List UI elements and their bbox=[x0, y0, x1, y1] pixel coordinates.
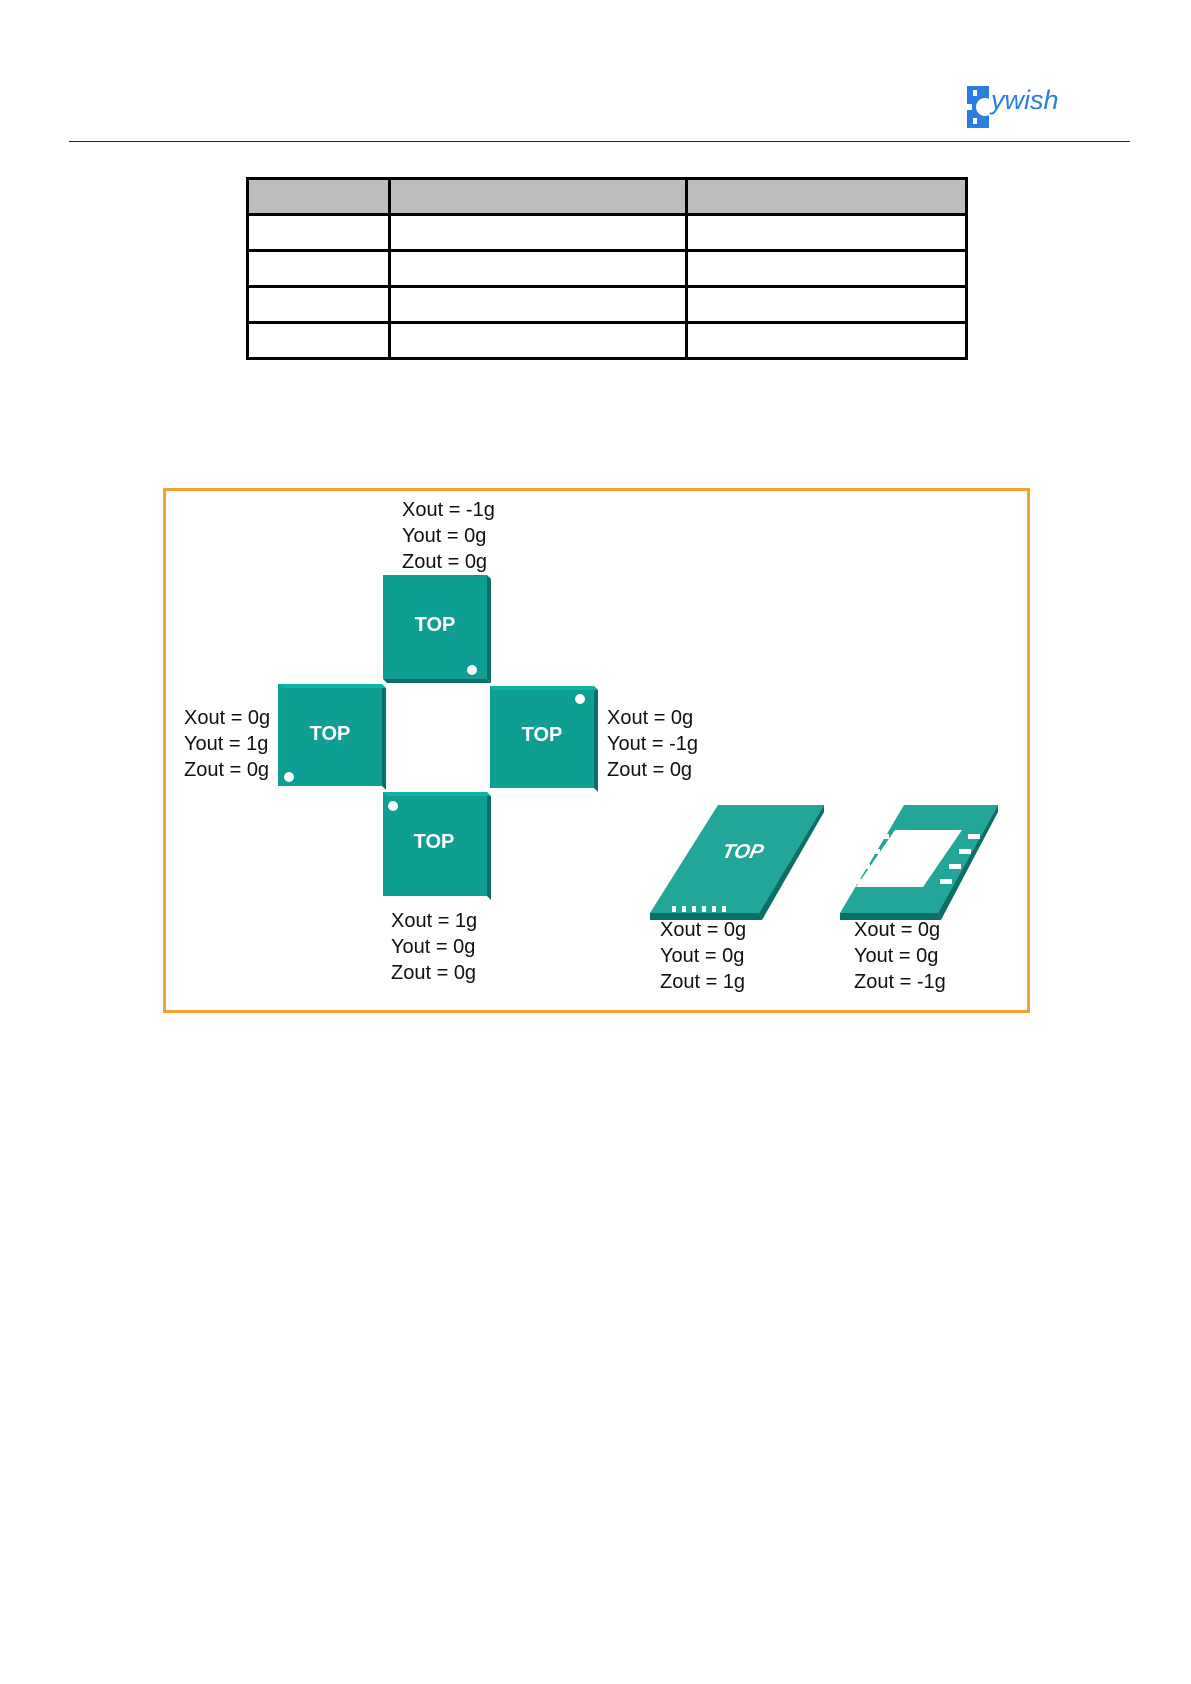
header-divider bbox=[69, 141, 1130, 142]
table-cell bbox=[388, 213, 688, 252]
chip-top-xout: Xout = -1g bbox=[402, 499, 495, 521]
chip-flat-up-yout: Yout = 0g bbox=[660, 945, 744, 967]
chip-top-orientation: TOP bbox=[383, 575, 491, 683]
chip-flat-up-label: TOP bbox=[720, 841, 766, 863]
chip-right-orientation: TOP bbox=[490, 686, 598, 792]
chip-left-xout: Xout = 0g bbox=[184, 707, 270, 729]
chip-left-label: TOP bbox=[310, 723, 351, 745]
table-row bbox=[246, 213, 968, 252]
chip-top-label: TOP bbox=[415, 614, 456, 636]
table-header-cell bbox=[388, 177, 688, 216]
table-header-row bbox=[246, 177, 968, 216]
table-cell bbox=[246, 285, 391, 324]
table-cell bbox=[685, 213, 968, 252]
chip-bottom-label: TOP bbox=[414, 831, 455, 853]
chip-bottom-yout: Yout = 0g bbox=[391, 936, 475, 958]
chip-flat-down-yout: Yout = 0g bbox=[854, 945, 938, 967]
chip-left-yout: Yout = 1g bbox=[184, 733, 268, 755]
table-cell bbox=[246, 321, 391, 360]
chip-right-yout: Yout = -1g bbox=[607, 733, 698, 755]
chip-flat-face-down bbox=[538, 805, 998, 920]
table-cell bbox=[388, 285, 688, 324]
chip-top-zout: Zout = 0g bbox=[402, 551, 487, 573]
table-cell bbox=[685, 249, 968, 288]
chip-bottom-orientation: TOP bbox=[383, 792, 491, 900]
chip-bottom-xout: Xout = 1g bbox=[391, 910, 477, 932]
chip-top-yout: Yout = 0g bbox=[402, 525, 486, 547]
orientation-figure-frame bbox=[163, 488, 1030, 1013]
chip-bottom-zout: Zout = 0g bbox=[391, 962, 476, 984]
table-cell bbox=[388, 249, 688, 288]
chip-left-orientation: TOP bbox=[278, 684, 386, 790]
table-row bbox=[246, 321, 968, 360]
chip-left-zout: Zout = 0g bbox=[184, 759, 269, 781]
spec-table bbox=[246, 177, 968, 360]
pin1-dot-icon bbox=[575, 694, 585, 704]
table-cell bbox=[246, 249, 391, 288]
table-header-cell bbox=[685, 177, 968, 216]
chip-flat-up-xout: Xout = 0g bbox=[660, 919, 746, 941]
pin1-dot-icon bbox=[388, 801, 398, 811]
gear-logo-icon bbox=[967, 86, 993, 128]
chip-right-zout: Zout = 0g bbox=[607, 759, 692, 781]
chip-pads-icon bbox=[538, 812, 980, 902]
table-cell bbox=[685, 285, 968, 324]
chip-flat-face-up: TOP bbox=[650, 805, 824, 920]
chip-flat-up-zout: Zout = 1g bbox=[660, 971, 745, 993]
table-row bbox=[246, 249, 968, 288]
chip-right-xout: Xout = 0g bbox=[607, 707, 693, 729]
chip-right-label: TOP bbox=[522, 724, 563, 746]
table-cell bbox=[685, 321, 968, 360]
table-cell bbox=[246, 213, 391, 252]
chip-flat-down-zout: Zout = -1g bbox=[854, 971, 946, 993]
chip-pins-icon bbox=[672, 906, 726, 912]
company-logo: ywish bbox=[967, 84, 1067, 130]
chip-flat-down-xout: Xout = 0g bbox=[854, 919, 940, 941]
thermal-pad-icon bbox=[856, 830, 962, 887]
pin1-dot-icon bbox=[284, 772, 294, 782]
table-header-cell bbox=[246, 177, 391, 216]
pin1-dot-icon bbox=[467, 665, 477, 675]
logo-wordmark: ywish bbox=[991, 85, 1059, 115]
table-cell bbox=[388, 321, 688, 360]
table-row bbox=[246, 285, 968, 324]
